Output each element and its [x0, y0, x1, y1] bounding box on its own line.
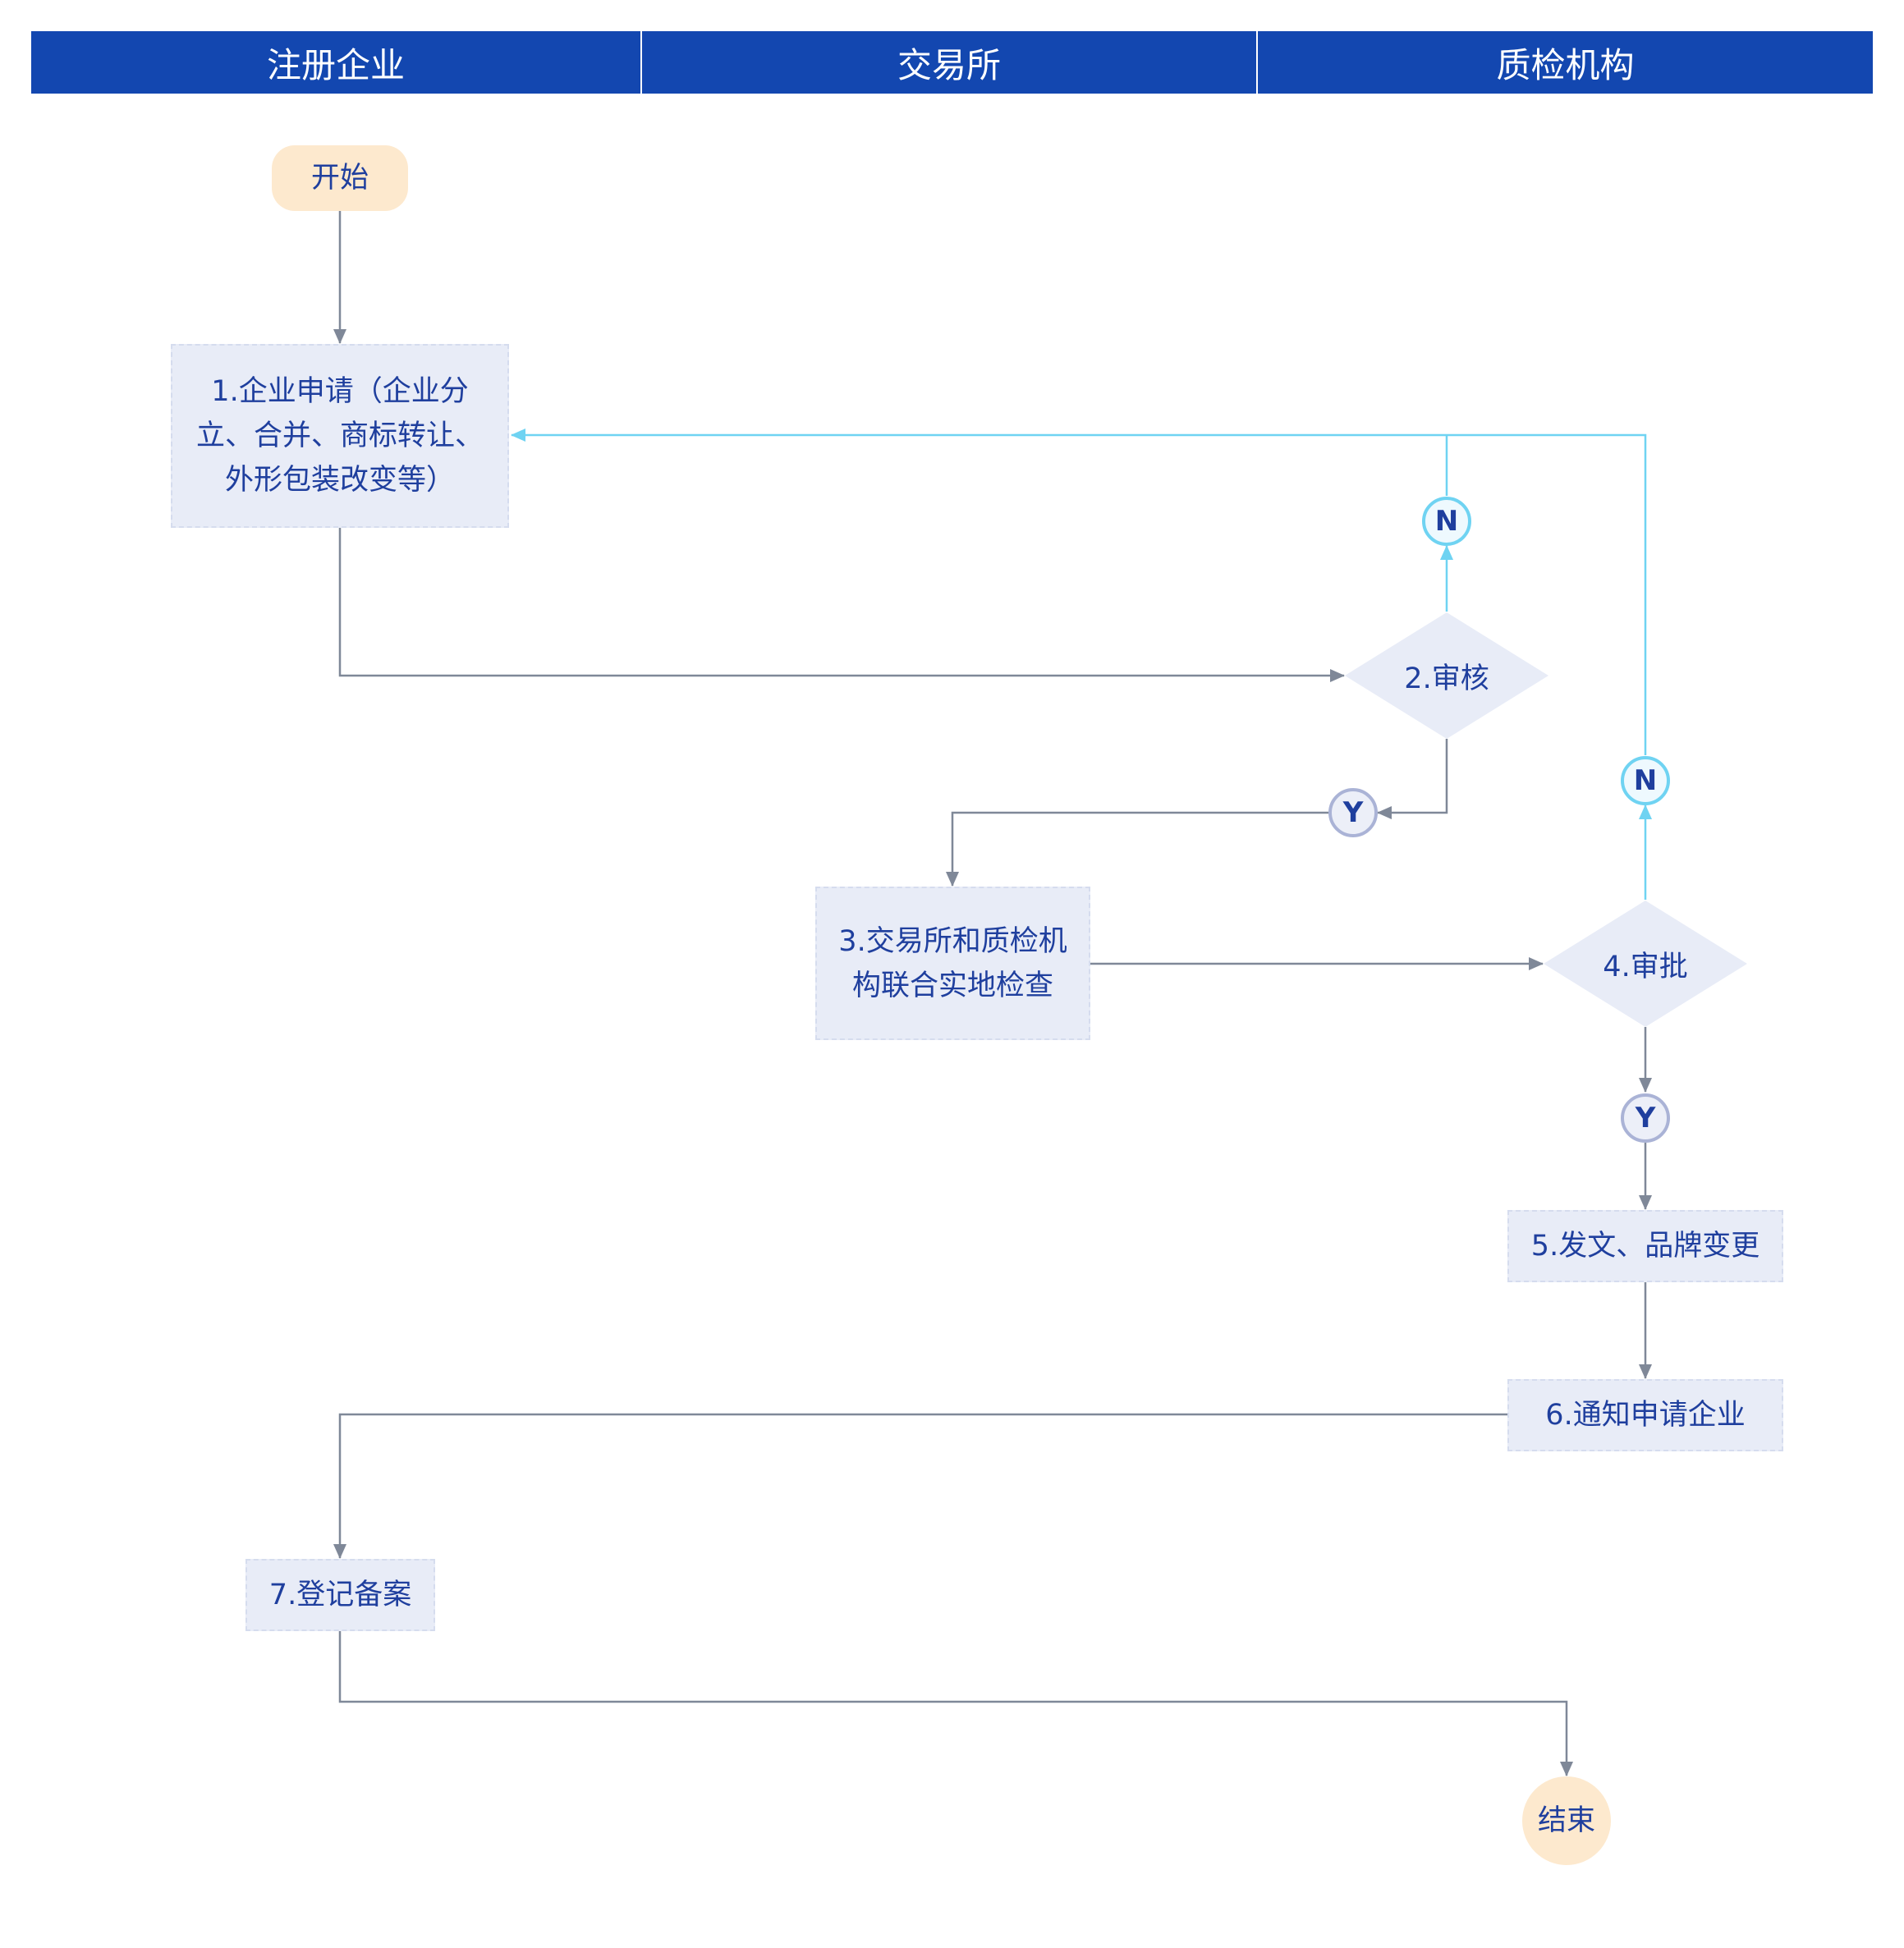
- step7-registration-filing: 7.登记备案: [245, 1559, 435, 1631]
- review-no-marker: N: [1422, 497, 1471, 546]
- end-node: 结束: [1522, 1776, 1611, 1865]
- step5-issue-document: 5.发文、品牌变更: [1507, 1210, 1783, 1282]
- step3-joint-inspection: 3.交易所和质检机构联合实地检查: [815, 887, 1090, 1040]
- edge-step2-to-yes: [1377, 739, 1448, 819]
- edge-step6-to-step7: [333, 1413, 1507, 1559]
- approval-yes-marker: Y: [1621, 1093, 1670, 1143]
- step1-enterprise-application: 1.企业申请（企业分立、合并、商标转让、外形包装改变等）: [171, 344, 509, 528]
- step6-notify-enterprise: 6.通知申请企业: [1507, 1379, 1783, 1451]
- decision-approval-shape: [1544, 901, 1747, 1027]
- edge-yes-to-step3: [946, 811, 1328, 887]
- edge-no-back-to-step1: [511, 429, 1647, 755]
- approval-no-marker: N: [1621, 756, 1670, 805]
- review-yes-marker: Y: [1328, 788, 1378, 837]
- edge-step7-to-end: [338, 1631, 1573, 1776]
- decision-review-shape: [1345, 612, 1548, 739]
- lane-header-exchange: 交易所: [642, 31, 1256, 94]
- lane-header-registered-company: 注册企业: [31, 31, 640, 94]
- step4-approval-label: 4.审批: [1603, 950, 1688, 983]
- edge-step1-to-step2: [338, 528, 1345, 682]
- step2-review-label: 2.审核: [1404, 662, 1489, 695]
- start-node: 开始: [272, 145, 408, 211]
- lane-header-quality-agency: 质检机构: [1258, 31, 1873, 94]
